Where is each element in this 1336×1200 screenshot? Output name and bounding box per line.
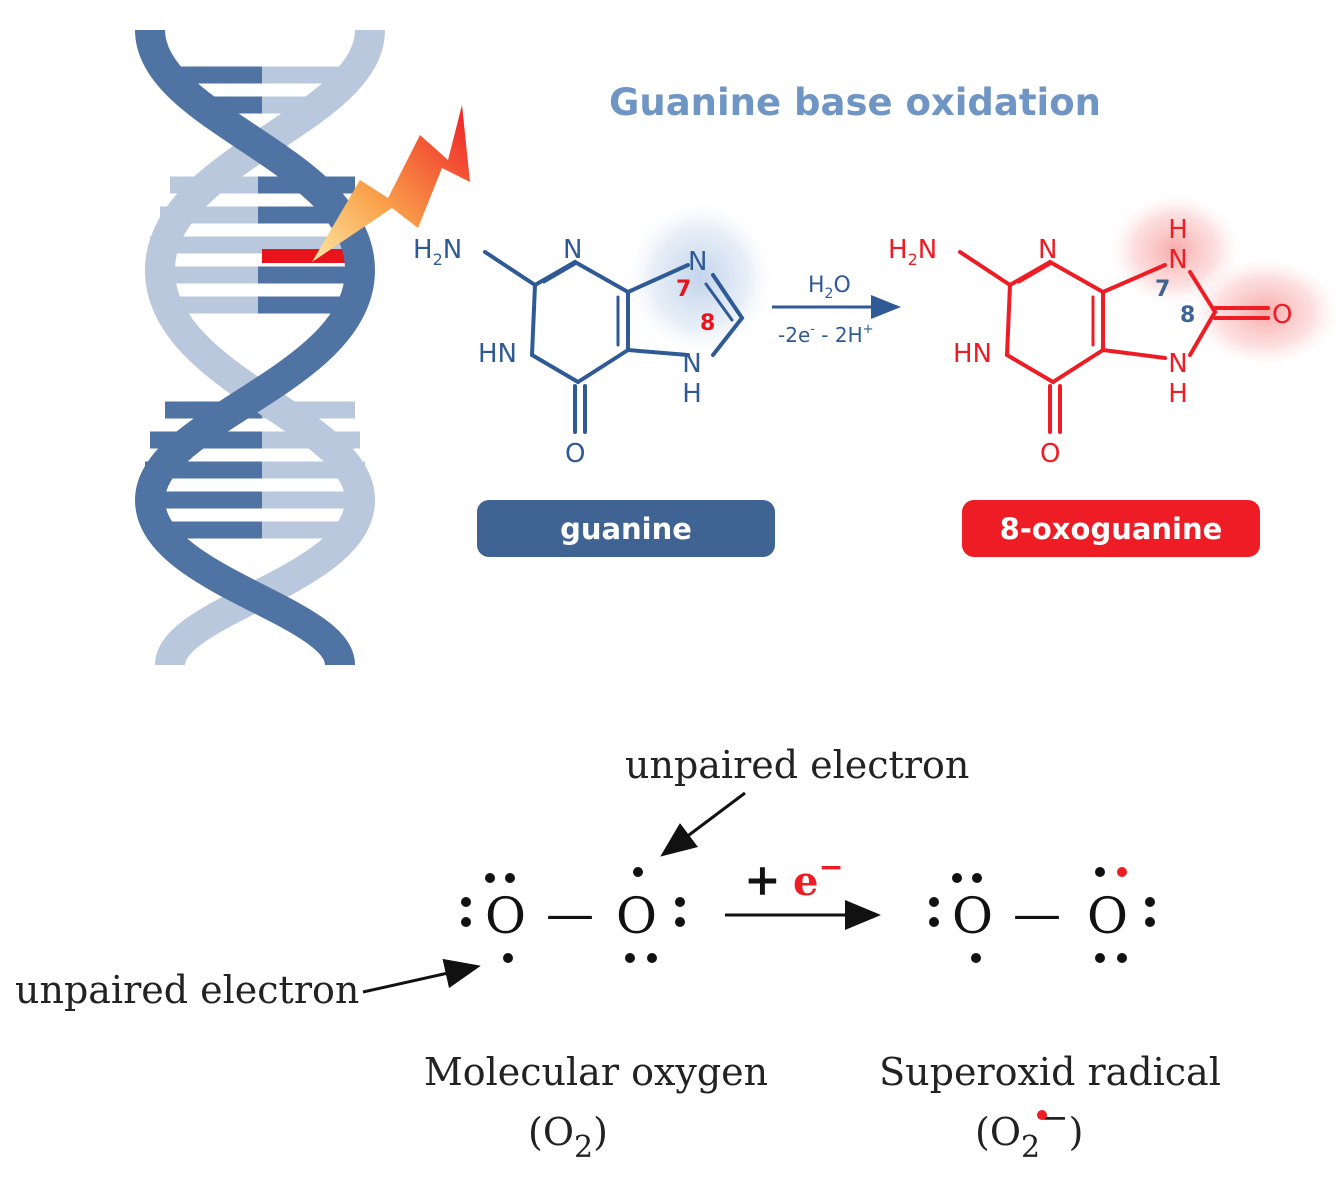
- electron-addition-arrow: + e−: [725, 850, 881, 930]
- superoxide-label: Superoxid radical: [879, 1050, 1221, 1094]
- o2-atom-left: O: [485, 887, 526, 945]
- o2-lone-pair-dots: [461, 867, 685, 963]
- lightning-bolt-icon: [312, 105, 470, 262]
- oxoguanine-position-7: 7: [1155, 277, 1170, 302]
- guanine-atom-n7: N: [688, 247, 707, 277]
- guanine-atom-n9-h: H: [682, 379, 702, 409]
- superoxide-formula: (O2−): [975, 1098, 1083, 1165]
- dna-helix-icon: [134, 28, 385, 668]
- oxoguanine-atom-h2n: H2N: [888, 235, 937, 269]
- superoxide-lone-pair-dots: [929, 867, 1155, 963]
- molecular-oxygen-structure: O — O: [461, 867, 685, 963]
- reaction-arrow: H2O -2e- - 2H+: [772, 273, 901, 347]
- o2-atom-right: O: [616, 887, 657, 945]
- oxoguanine-atom-hn: HN: [953, 339, 992, 369]
- arrow-reagent-label: H2O: [808, 273, 851, 302]
- oxoguanine-position-8: 8: [1180, 303, 1195, 328]
- plus-sign: +: [744, 855, 781, 906]
- molecular-oxygen-formula: (O2): [528, 1110, 608, 1165]
- guanine-position-7: 7: [676, 277, 691, 302]
- electron-symbol: e−: [793, 850, 844, 905]
- oxoguanine-atom-o-right: O: [1272, 300, 1292, 330]
- guanine-atom-hn: HN: [478, 339, 517, 369]
- guanine-atom-n1: N: [563, 235, 582, 265]
- oxoguanine-atom-n9: N: [1168, 349, 1187, 379]
- diagram-title: Guanine base oxidation: [609, 81, 1101, 124]
- molecular-oxygen-label: Molecular oxygen: [424, 1050, 768, 1094]
- left-callout-arrow: [362, 958, 481, 994]
- oxoguanine-label-badge: 8-oxoguanine: [962, 500, 1260, 557]
- oxoguanine-structure: H2N N H N HN N H O O 7 8: [888, 190, 1336, 469]
- guanine-label-badge: guanine: [477, 500, 775, 557]
- o2-bond: —: [546, 886, 594, 942]
- oxoguanine-highlight-glow-right: [1185, 254, 1336, 370]
- guanine-label: guanine: [560, 512, 692, 546]
- oxoguanine-atom-n9-h: H: [1168, 379, 1188, 409]
- oxoguanine-atom-n7: N: [1168, 245, 1187, 275]
- top-callout-arrow: [660, 791, 746, 857]
- left-callout-label: unpaired electron: [15, 968, 359, 1012]
- oxoguanine-label: 8-oxoguanine: [1000, 512, 1223, 546]
- oxoguanine-atom-n7-h: H: [1168, 215, 1188, 245]
- superoxide-radical-dot: [1037, 1110, 1047, 1120]
- guanine-atom-o: O: [565, 439, 585, 469]
- dna-backbone-dark: [134, 28, 376, 668]
- superoxide-atom-left: O: [952, 887, 993, 945]
- arrow-loss-label: -2e- - 2H+: [778, 322, 874, 347]
- superoxide-atom-right: O: [1087, 887, 1128, 945]
- oxoguanine-atom-o-bottom: O: [1040, 439, 1060, 469]
- top-callout-label: unpaired electron: [625, 743, 969, 787]
- guanine-atom-h2n: H2N: [413, 235, 462, 269]
- superoxide-structure: O — O: [929, 867, 1155, 963]
- superoxide-bond: —: [1013, 886, 1061, 942]
- guanine-position-8: 8: [700, 311, 715, 336]
- guanine-structure: H2N N N HN N H O 7 8: [413, 196, 778, 469]
- oxygen-section: unpaired electron unpaired electron O — …: [15, 743, 1221, 1165]
- guanine-atom-n9: N: [682, 349, 701, 379]
- oxoguanine-atom-n1: N: [1038, 235, 1057, 265]
